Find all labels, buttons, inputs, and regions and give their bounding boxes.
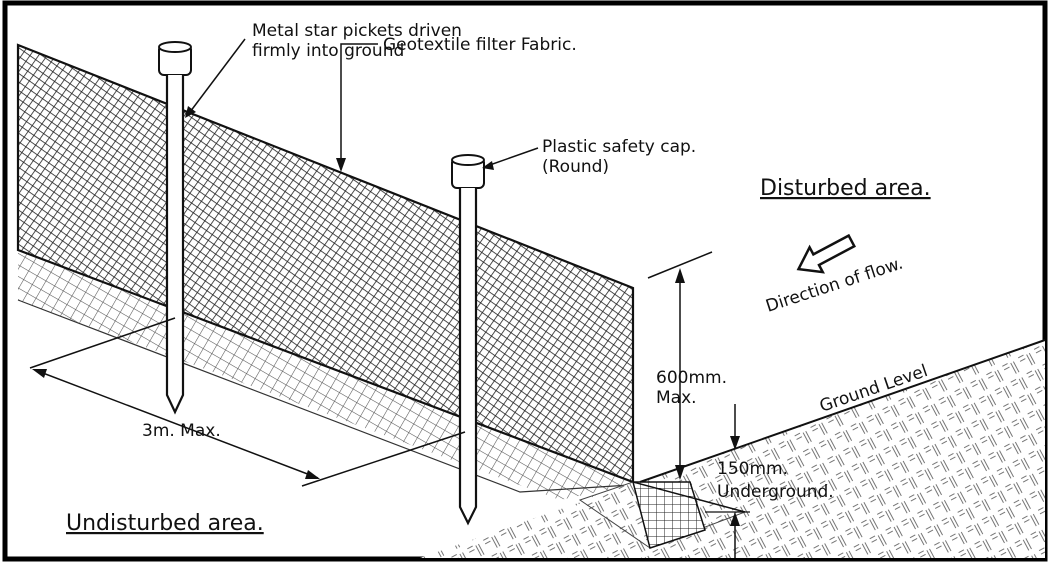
flow-arrow-icon	[796, 233, 856, 274]
spacing-dimension	[29, 317, 466, 487]
picket-left	[158, 41, 192, 415]
buried-edge	[17, 299, 631, 493]
depth-dimension	[705, 404, 750, 558]
cap-label-line1: Plastic safety cap.	[542, 137, 696, 157]
disturbed-area-label: Disturbed area.	[760, 176, 931, 201]
fabric-leader	[340, 43, 378, 165]
trench-edge	[632, 481, 746, 513]
cap-leader	[486, 147, 539, 167]
pickets-label-line2: firmly into ground	[252, 41, 404, 61]
picket-right	[451, 154, 485, 526]
depth-label-line1: 150mm.	[717, 459, 788, 479]
depth-label-line2: Underground.	[717, 482, 834, 502]
height-label-line1: 600mm.	[656, 368, 727, 388]
cap-label-line2: (Round)	[542, 157, 609, 177]
undisturbed-area-label: Undisturbed area.	[66, 511, 264, 536]
spacing-label: 3m. Max.	[142, 421, 221, 441]
fabric-label: Geotextile filter Fabric.	[383, 35, 577, 55]
ground-slope	[420, 340, 1045, 558]
ground-level-line	[639, 339, 1046, 483]
height-label-line2: Max.	[656, 388, 697, 408]
pickets-label-line1: Metal star pickets driven	[252, 21, 462, 41]
pickets-leader	[189, 38, 246, 113]
trench-buried-fabric	[632, 481, 706, 549]
height-dimension	[647, 251, 713, 480]
